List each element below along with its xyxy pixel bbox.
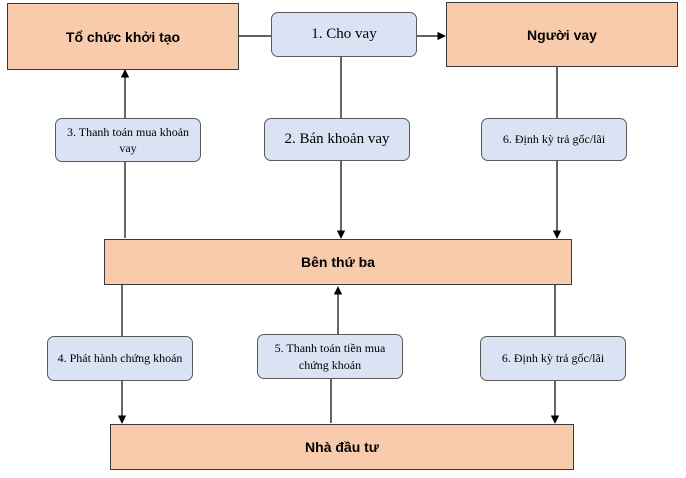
step-4-box: 4. Phát hành chứng khoán bbox=[47, 336, 193, 381]
step-2-box: 2. Bán khoản vay bbox=[264, 118, 410, 161]
originator-box: Tổ chức khởi tạo bbox=[7, 3, 239, 70]
step-4-label: 4. Phát hành chứng khoán bbox=[57, 351, 183, 366]
step-6b-box: 6. Định kỳ trả gốc/lãi bbox=[480, 336, 626, 381]
step-5-box: 5. Thanh toán tiền mua chứng khoán bbox=[257, 334, 403, 379]
investor-label: Nhà đầu tư bbox=[305, 439, 379, 455]
step-3-label: 3. Thanh toán mua khoản vay bbox=[66, 124, 190, 155]
third-party-box: Bên thứ ba bbox=[104, 239, 572, 285]
originator-label: Tổ chức khởi tạo bbox=[65, 28, 181, 45]
investor-box: Nhà đầu tư bbox=[110, 424, 574, 470]
borrower-box: Người vay bbox=[446, 2, 678, 67]
step-6b-label: 6. Định kỳ trả gốc/lãi bbox=[501, 351, 605, 366]
step-1-box: 1. Cho vay bbox=[271, 12, 417, 57]
third-party-label: Bên thứ ba bbox=[301, 254, 375, 270]
step-3-box: 3. Thanh toán mua khoản vay bbox=[55, 118, 201, 162]
step-2-label: 2. Bán khoản vay bbox=[284, 131, 390, 148]
step-5-label: 5. Thanh toán tiền mua chứng khoán bbox=[274, 341, 386, 372]
step-1-label: 1. Cho vay bbox=[311, 26, 377, 43]
step-6a-label: 6. Định kỳ trả gốc/lãi bbox=[502, 132, 606, 147]
step-6a-box: 6. Định kỳ trả gốc/lãi bbox=[481, 118, 627, 161]
borrower-label: Người vay bbox=[527, 26, 597, 43]
